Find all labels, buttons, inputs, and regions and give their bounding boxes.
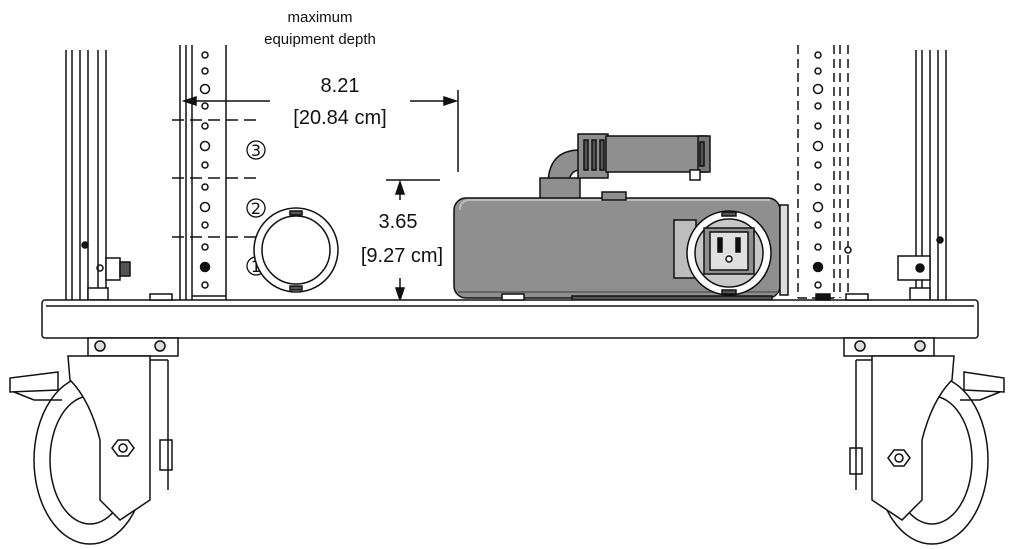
plug-connector: [577, 133, 711, 181]
height-dimension: [386, 179, 440, 303]
depth-value-cm: [20.84 cm]: [293, 107, 386, 129]
height-value-cm: [9.27 cm]: [361, 245, 443, 267]
right-rack-rail: [797, 45, 849, 299]
outlet-face: [686, 210, 772, 296]
height-value-inches: 3.65: [379, 211, 418, 233]
svg-text:2: 2: [251, 199, 261, 218]
svg-text:3: 3: [251, 141, 261, 160]
position-marker-2: 2: [246, 198, 266, 218]
base-shelf: [41, 293, 979, 339]
left-frame-posts: [65, 50, 131, 302]
position-marker-3: 3: [246, 140, 266, 160]
max-depth-label-line2: equipment depth: [264, 31, 376, 48]
rack-unit-dashes: [172, 119, 262, 238]
left-rack-rail: [179, 45, 227, 302]
max-depth-label-line1: maximum: [287, 9, 352, 26]
depth-value-inches: 8.21: [321, 75, 360, 97]
right-caster: [843, 337, 1005, 545]
right-frame-posts: [897, 50, 947, 302]
right-rail-holes: [812, 51, 852, 289]
svg-text:1: 1: [251, 257, 261, 276]
cable-grommet: [253, 207, 339, 293]
left-rail-holes: [199, 51, 211, 289]
depth-dimension: [181, 90, 459, 172]
left-caster: [9, 337, 179, 545]
